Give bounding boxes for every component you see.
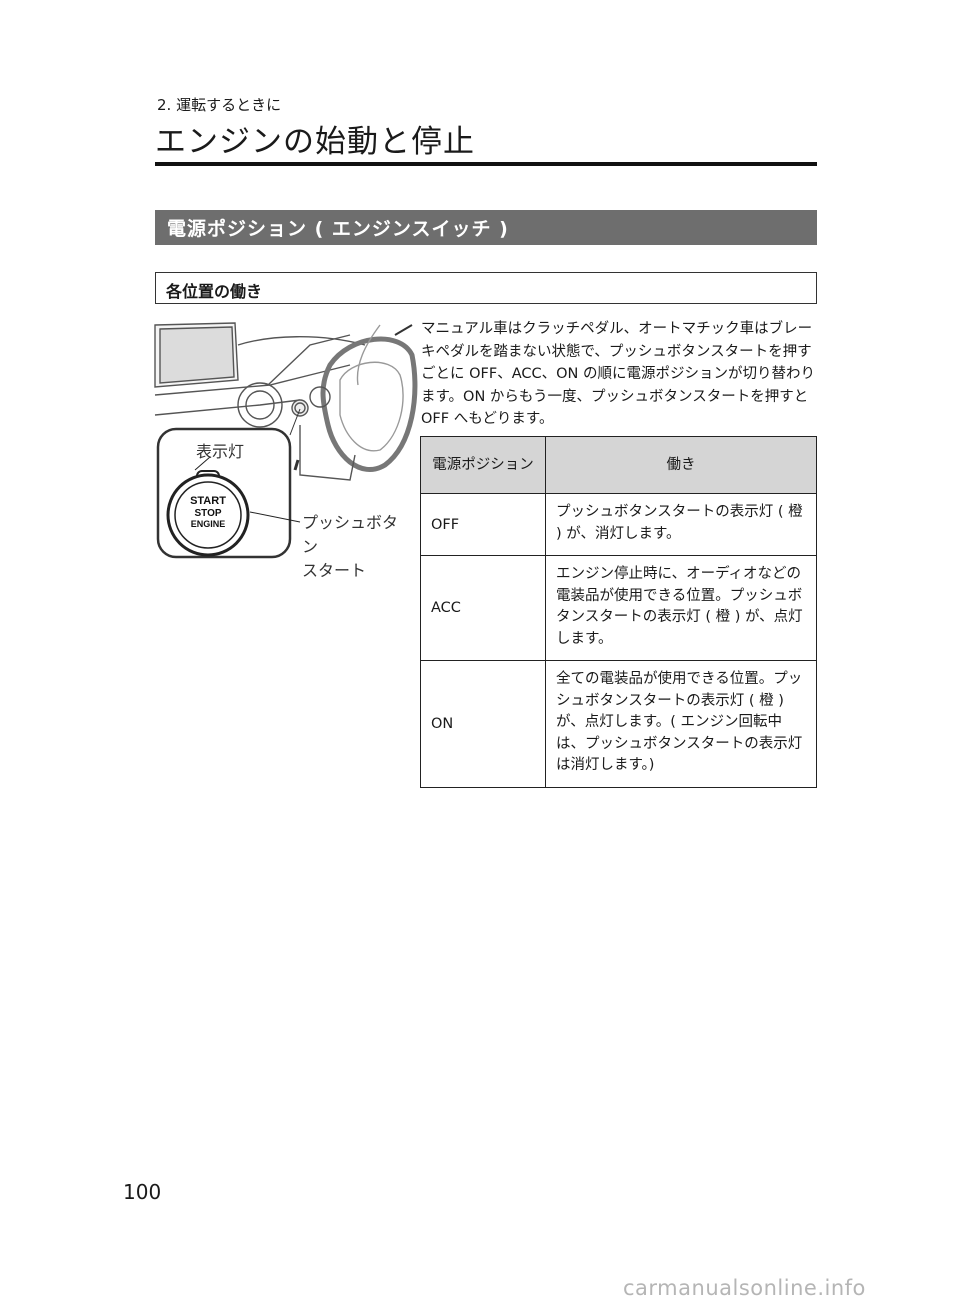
section-title: 電源ポジション ( エンジンスイッチ ): [167, 218, 509, 240]
chapter-label: 2. 運転するときに: [157, 96, 282, 114]
table-cell-function: 全ての電装品が使用できる位置。プッシュボタンスタートの表示灯 ( 橙 ) が、点…: [545, 660, 817, 788]
description-text: マニュアル車はクラッチペダル、オートマチック車はブレーキペダルを踏まない状態で、…: [421, 321, 815, 427]
power-position-table: 電源ポジション 働き OFF プッシュボタンスタートの表示灯 ( 橙 ) が、消…: [420, 436, 817, 788]
engine-text: ENGINE: [191, 519, 226, 529]
table-cell-position: ACC: [420, 555, 546, 661]
footer-watermark: carmanualsonline.info: [623, 1276, 866, 1300]
title-divider: [155, 162, 817, 166]
dashboard-drawing: [154, 322, 418, 481]
push-button-label: プッシュボタン スタート: [302, 513, 399, 580]
table-row: OFF プッシュボタンスタートの表示灯 ( 橙 ) が、消灯します。: [420, 493, 817, 556]
table-row: ACC エンジン停止時に、オーディオなどの電装品が使用できる位置。プッシュボタン…: [420, 555, 817, 661]
table-cell-function: プッシュボタンスタートの表示灯 ( 橙 ) が、消灯します。: [545, 493, 817, 556]
indicator-label: 表示灯: [196, 442, 245, 461]
stop-text: STOP: [194, 508, 221, 519]
table-header-row: 電源ポジション 働き: [420, 436, 817, 494]
table-cell-function: エンジン停止時に、オーディオなどの電装品が使用できる位置。プッシュボタンスタート…: [545, 555, 817, 661]
push-button-zoom: START STOP ENGINE: [166, 470, 250, 557]
start-text: START: [190, 495, 226, 507]
section-bar: [155, 210, 817, 245]
table-cell-position: OFF: [420, 493, 546, 556]
subsection-box: [155, 272, 817, 304]
page-title: エンジンの始動と停止: [155, 124, 475, 160]
dashboard-illustration: START STOP ENGINE: [154, 322, 418, 559]
table-header-position: 電源ポジション: [420, 436, 546, 494]
page-number: 100: [123, 1180, 162, 1204]
table-row: ON 全ての電装品が使用できる位置。プッシュボタンスタートの表示灯 ( 橙 ) …: [420, 660, 817, 788]
table-cell-position: ON: [420, 660, 546, 788]
table-header-function: 働き: [545, 436, 817, 494]
subsection-title: 各位置の働き: [166, 282, 263, 301]
